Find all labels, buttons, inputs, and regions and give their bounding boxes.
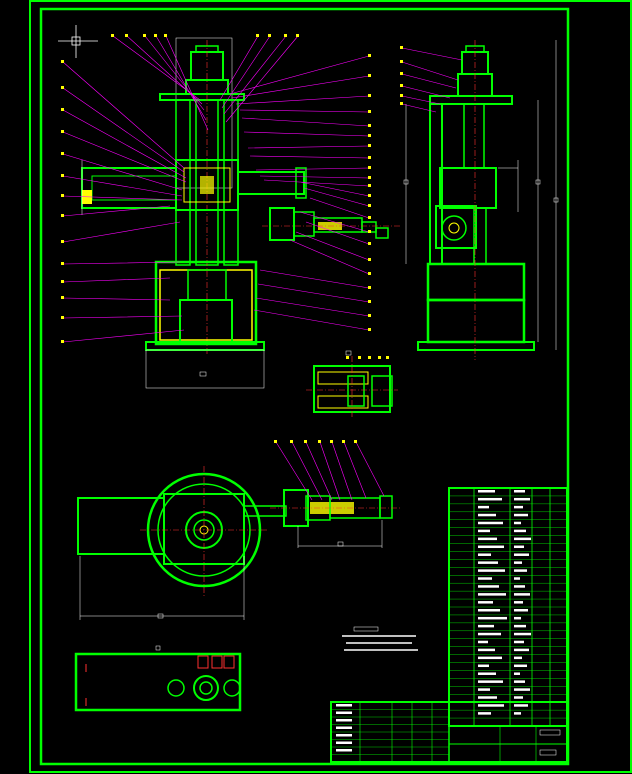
parts-list-entry [478, 609, 500, 612]
technical-notes [342, 626, 418, 651]
parts-list-entry [478, 505, 489, 509]
parts-list-entry [478, 632, 501, 636]
front-view-balloons [61, 34, 371, 343]
parts-list-entry [478, 704, 504, 707]
parts-list-entry [478, 656, 502, 660]
parts-list-entry [514, 624, 526, 628]
front-section-view [81, 37, 400, 389]
parts-list-entry [514, 640, 524, 644]
parts-list-entry [514, 601, 523, 604]
parts-list-entry [514, 704, 528, 707]
parts-list-entry [514, 696, 523, 699]
parts-list-entry [478, 585, 499, 588]
detail-view [306, 350, 398, 418]
parts-list-table [448, 487, 568, 727]
parts-list-entry [478, 513, 496, 517]
top-view-leaders [275, 441, 385, 501]
parts-list-entry [514, 505, 523, 509]
parts-list-entry [514, 497, 530, 501]
parts-list-entry [478, 490, 495, 493]
parts-list-entry [514, 585, 525, 588]
parts-list-entry [514, 561, 522, 564]
parts-list-entry [478, 537, 497, 541]
parts-list-entry [514, 680, 525, 683]
parts-list-entry [478, 616, 507, 620]
parts-list-entry [478, 696, 497, 699]
top-view [77, 466, 400, 620]
parts-list-entry [514, 688, 530, 691]
parts-list-entry [514, 664, 527, 668]
parts-list-entry [514, 490, 525, 493]
parts-list-entry [514, 656, 522, 660]
parts-list-entry [514, 569, 527, 572]
title-block-entry [336, 734, 352, 737]
parts-list-entry [478, 577, 492, 580]
parts-list-entry [514, 521, 521, 525]
title-block-entry [336, 726, 352, 729]
parts-list-entry [514, 672, 520, 675]
parts-list-entry [478, 624, 494, 628]
parts-list-entry [514, 632, 531, 636]
parts-list-entry [478, 545, 504, 549]
parts-list-entry [478, 712, 491, 715]
parts-list-entry [514, 712, 521, 715]
parts-list-entry [478, 521, 503, 525]
parts-list-entry [514, 577, 520, 580]
parts-list-entry [478, 561, 498, 564]
top-view-balloons [274, 440, 357, 443]
parts-list-entry [514, 609, 528, 612]
parts-list-entry [514, 616, 521, 620]
side-view-leaders [401, 47, 463, 113]
parts-list-entry [514, 648, 529, 652]
parts-list-entry [478, 553, 491, 556]
detail-view-balloons [346, 356, 389, 359]
parts-list-entry [514, 529, 526, 533]
parts-list-entry [478, 593, 506, 596]
title-block-entry [336, 749, 352, 752]
parts-list-entry [478, 672, 496, 675]
front-view-leaders [62, 35, 370, 343]
parts-list-entry [478, 648, 495, 652]
cursor-crosshair-icon [58, 25, 98, 58]
title-block [330, 701, 568, 763]
parts-list-entry [478, 680, 503, 683]
parts-list-entry [478, 688, 490, 691]
title-block-entry [336, 741, 352, 744]
side-view-balloons [400, 46, 403, 105]
parts-list-entry [514, 545, 524, 549]
parts-list-entry [478, 601, 493, 604]
parts-list-entry [514, 553, 529, 556]
parts-list-entry [478, 497, 502, 501]
sheet-frame [29, 0, 632, 773]
base-plan-view [74, 645, 242, 712]
side-view [403, 40, 559, 360]
title-block-entry [336, 711, 352, 714]
parts-list-entry [514, 537, 531, 541]
parts-list-entry [478, 640, 488, 644]
parts-list-entry [478, 664, 489, 668]
parts-list-entry [478, 569, 505, 572]
title-block-entry [336, 719, 352, 722]
parts-list-entry [514, 513, 528, 517]
parts-list-entry [478, 529, 490, 533]
parts-list-entry [514, 593, 530, 596]
title-block-entry [336, 704, 352, 707]
